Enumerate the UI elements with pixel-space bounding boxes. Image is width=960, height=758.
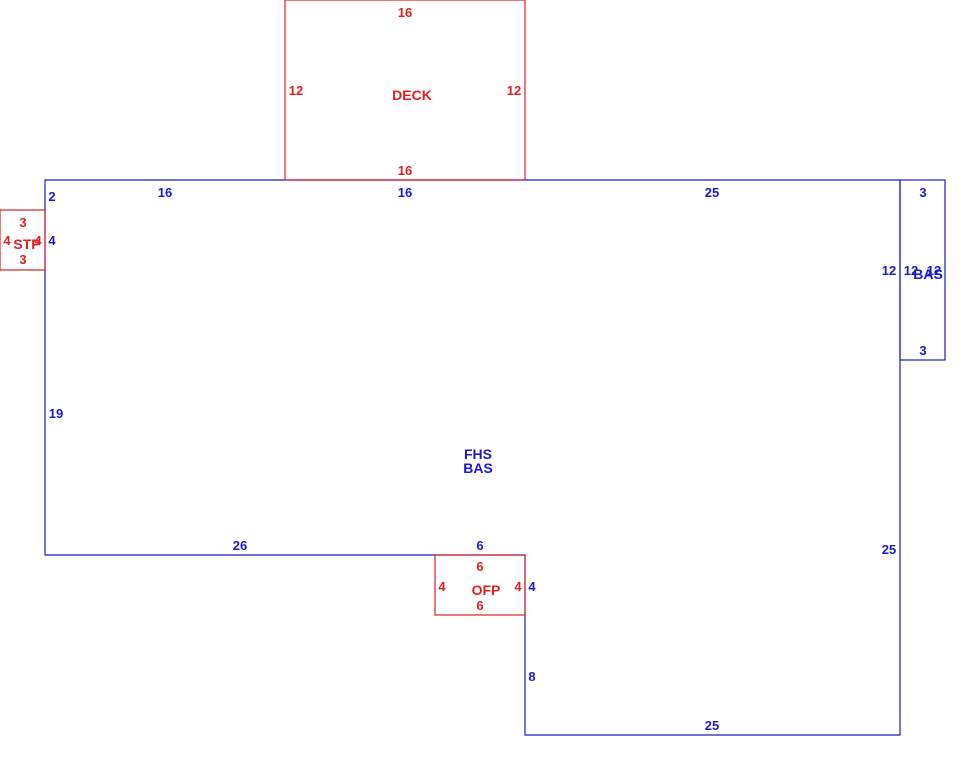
main-area-name: FHS [464,446,492,462]
main-area-code: BAS [463,460,493,476]
main-left-lower-dim: 19 [49,406,63,421]
main-top-left-dim: 16 [158,185,172,200]
main-left-mid-dim: 4 [48,233,56,248]
porch-top-dim: 6 [476,559,483,574]
deck-outline [284,0,526,181]
bay-label: BAS [913,266,943,282]
main-notch-upper-dim: 4 [528,579,536,594]
main-bottom-left-dim: 26 [233,538,247,553]
stoop-right-dim: 4 [34,233,42,248]
porch-label: OFP [472,582,501,598]
porch-outline [434,554,526,616]
deck-bottom-dim: 16 [398,163,412,178]
porch-bottom-dim: 6 [476,598,483,613]
main-right-lower-dim: 25 [882,542,896,557]
main-bottom-porch-dim: 6 [476,538,483,553]
deck-top-dim: 16 [398,5,412,20]
stoop-label: STP [13,236,40,252]
main-notch-lower-dim: 8 [528,669,535,684]
stoop-top-dim: 3 [19,215,26,230]
bay-right-dim: 12 [927,263,941,278]
porch-right-dim: 4 [514,579,522,594]
porch-left-dim: 4 [438,579,446,594]
main-bottom-right-dim: 25 [705,718,719,733]
deck-label: DECK [392,87,432,103]
bay-bottom-dim: 3 [919,343,926,358]
deck-right-dim: 12 [507,83,521,98]
main-left-upper-dim: 2 [48,189,55,204]
stoop-left-dim: 4 [3,233,11,248]
stoop-outline [0,209,46,271]
main-right-bay-dim: 12 [882,263,896,278]
main-top-right-dim: 25 [705,185,719,200]
stoop-bottom-dim: 3 [19,252,26,267]
deck-left-dim: 12 [289,83,303,98]
bay-top-dim: 3 [919,185,926,200]
main-top-mid-dim: 16 [398,185,412,200]
bay-left-dim: 12 [904,263,918,278]
bay-outline [899,179,946,361]
